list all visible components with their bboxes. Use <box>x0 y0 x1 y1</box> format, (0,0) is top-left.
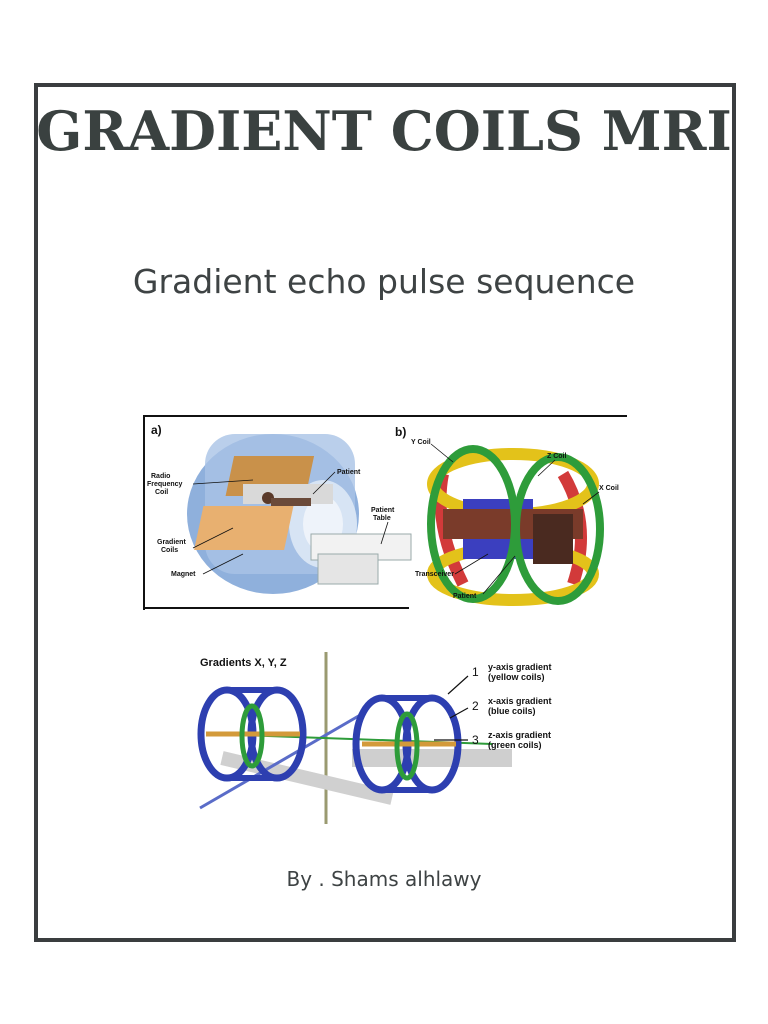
panel-a-label: a) <box>151 423 162 437</box>
transceiver-label: Transceiver <box>415 571 454 578</box>
document-title: GRADIENT COILS MRI <box>36 99 732 163</box>
rf-coil-label-3: Coil <box>155 489 168 496</box>
legend-item-2-line1: x-axis gradient <box>488 696 552 706</box>
legend-item-3-line1: z-axis gradient <box>488 730 551 740</box>
legend-item-2-line2: (blue coils) <box>488 706 536 716</box>
panel-b-label: b) <box>395 425 406 439</box>
x-coil-label: X Coil <box>599 485 619 492</box>
mri-scanner-figure: a) Radio Frequency Coil Patient Patient … <box>143 415 627 610</box>
patient-label-a: Patient <box>337 469 361 476</box>
legend-num-2: 2 <box>472 699 479 713</box>
left-coil-assembly <box>197 686 307 782</box>
right-coil-assembly <box>352 694 462 794</box>
author-credit: By . Shams alhlawy <box>286 867 482 891</box>
rf-coil-label-2: Frequency <box>147 481 183 488</box>
y-coil-label: Y Coil <box>411 439 431 446</box>
legend-item-1-line1: y-axis gradient <box>488 662 552 672</box>
gradient-coils-label-2: Coils <box>161 547 178 554</box>
document-subtitle: Gradient echo pulse sequence <box>132 262 636 301</box>
patient-label-b: Patient <box>453 593 477 600</box>
coil-schematic <box>427 445 604 606</box>
table-label-1: Patient <box>371 507 395 514</box>
figure-a-leader-lines <box>192 471 389 575</box>
rf-coil-label-1: Radio <box>151 473 170 480</box>
table-label-2: Table <box>373 515 391 522</box>
legend-num-3: 3 <box>472 733 479 747</box>
gradients-figure-title: Gradients X, Y, Z <box>200 657 287 669</box>
gradients-xyz-figure: Gradients X, Y, Z 1 y-axis gradient (yel… <box>197 652 552 824</box>
magnet-label: Magnet <box>171 571 196 578</box>
legend-item-1-line2: (yellow coils) <box>488 672 545 682</box>
legend-num-1: 1 <box>472 665 479 679</box>
scanner-illustration <box>187 434 412 594</box>
legend-arrows <box>434 675 469 741</box>
gradient-coils-label-1: Gradient <box>157 539 186 546</box>
legend-item-3-line2: (green coils) <box>488 740 542 750</box>
z-coil-label: Z Coil <box>547 453 566 460</box>
figure-b-leader-lines <box>430 443 600 595</box>
